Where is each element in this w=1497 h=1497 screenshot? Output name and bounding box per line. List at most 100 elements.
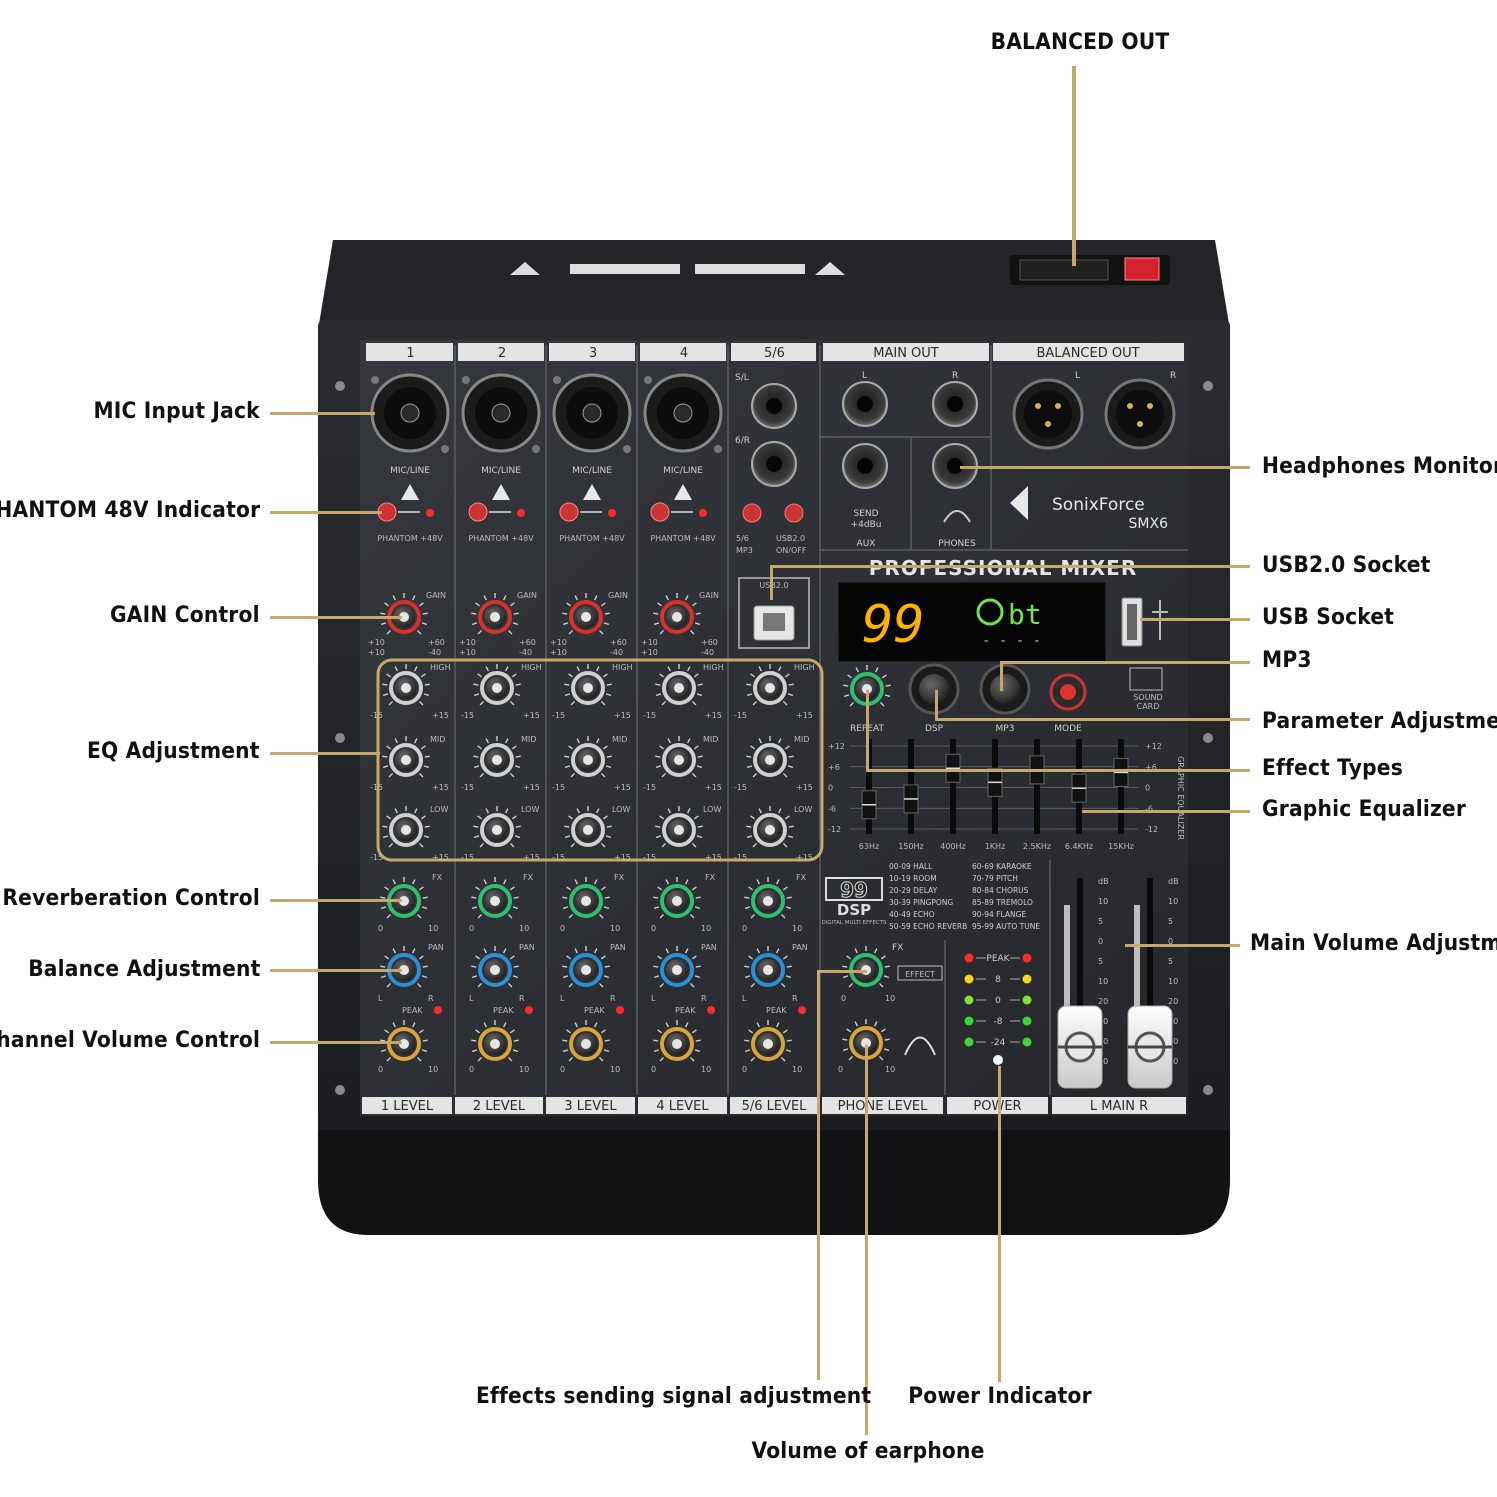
knob-tick bbox=[655, 765, 662, 769]
knob-cap bbox=[490, 1039, 500, 1049]
knob-tick bbox=[473, 765, 480, 769]
knob-tick bbox=[879, 701, 885, 707]
power-switch[interactable] bbox=[1124, 257, 1160, 281]
knob-tick bbox=[576, 738, 580, 744]
channel-header-bg bbox=[549, 343, 635, 361]
footer-label-bg bbox=[822, 1097, 943, 1114]
bluetooth-icon bbox=[976, 598, 1004, 626]
switch-label-56: 5/6 bbox=[736, 534, 749, 543]
eq-band-label: LOW bbox=[521, 805, 539, 814]
knob-tick bbox=[384, 602, 390, 607]
usb20-frame bbox=[738, 577, 810, 649]
knob-cap bbox=[401, 825, 411, 835]
phantom-switch[interactable] bbox=[468, 502, 488, 522]
knob-ring bbox=[389, 813, 423, 847]
knob-tick bbox=[785, 906, 792, 910]
knob-tick bbox=[782, 1029, 788, 1034]
switch-56-mp3[interactable] bbox=[742, 503, 762, 523]
display-screen bbox=[837, 581, 1107, 663]
callout-effect-types: Effect Types bbox=[1262, 756, 1403, 781]
eq-scale-max: +15 bbox=[796, 711, 813, 720]
eq-scale-min: -15 bbox=[552, 711, 565, 720]
phantom-switch[interactable] bbox=[650, 502, 670, 522]
fader-scale-bar bbox=[1064, 905, 1070, 1045]
knob-ring bbox=[753, 743, 787, 777]
knob-ring bbox=[662, 743, 696, 777]
geq-frequency-label: 2.5KHz bbox=[1023, 842, 1051, 851]
level-scale-max: 10 bbox=[792, 1065, 802, 1074]
fx-scale-min: 0 bbox=[742, 924, 747, 933]
knob-tick bbox=[776, 1022, 780, 1028]
gain-knobs: GAIN+10+60+10-40GAIN+10+60+10-40GAIN+10+… bbox=[368, 591, 719, 657]
knob-tick bbox=[695, 896, 701, 899]
knob-cap bbox=[581, 612, 591, 622]
eq-band-label: LOW bbox=[612, 805, 630, 814]
channel-header-label: 5/6 bbox=[764, 346, 785, 361]
knob-tick bbox=[564, 683, 570, 686]
eq-band-label: MID bbox=[703, 735, 718, 744]
dsp-knobs: REPEATDSPMP3MODE bbox=[843, 663, 1087, 734]
warning-icon bbox=[401, 484, 419, 500]
callout-balanced-out: BALANCED OUT bbox=[990, 30, 1170, 55]
knob-tick bbox=[503, 1022, 507, 1028]
knob-tick bbox=[477, 913, 483, 919]
jack-hole bbox=[857, 458, 873, 474]
leader-mp3-drop bbox=[1000, 661, 1003, 691]
phone-scale-min: 0 bbox=[838, 1065, 843, 1074]
knob-tick bbox=[568, 815, 574, 820]
dsp-knob-label: MODE bbox=[1054, 724, 1082, 734]
eq-scale-min: -15 bbox=[734, 711, 747, 720]
effect-list-item: 30-39 PINGPONG bbox=[889, 898, 953, 907]
peak-led bbox=[525, 1006, 533, 1014]
switch-usb[interactable] bbox=[784, 503, 804, 523]
knob-tick bbox=[843, 684, 849, 687]
leader-channel-volume bbox=[270, 1041, 402, 1044]
knob-tick bbox=[784, 673, 790, 678]
level-scale-min: 0 bbox=[469, 1065, 474, 1074]
knob-cap bbox=[492, 755, 502, 765]
mic-line-label: MIC/LINE bbox=[663, 466, 703, 476]
eq-scale-min: -15 bbox=[643, 783, 656, 792]
main-out-r-label: R bbox=[952, 371, 958, 381]
knob-tick bbox=[566, 602, 572, 607]
knob-cap bbox=[674, 683, 684, 693]
dsp-badge-sub: DIGITAL MULTI EFFECTS bbox=[821, 920, 887, 926]
knob-tick bbox=[659, 673, 665, 678]
knob-tick bbox=[382, 683, 388, 686]
gain-scale-max: +60 bbox=[519, 638, 536, 647]
knob-tick bbox=[874, 1021, 878, 1027]
knob-tick bbox=[570, 842, 576, 848]
knob-tick bbox=[689, 913, 695, 919]
geq-db-right: -12 bbox=[1145, 825, 1158, 834]
eq-scale-min: -15 bbox=[734, 783, 747, 792]
knob-tick bbox=[600, 842, 606, 848]
peak-led bbox=[616, 1006, 624, 1014]
knob-tick bbox=[562, 906, 569, 910]
knob-tick bbox=[382, 693, 389, 697]
knob-tick bbox=[744, 1039, 750, 1042]
phones-label: PHONES bbox=[938, 539, 976, 549]
knob-ring bbox=[478, 600, 512, 634]
knob-tick bbox=[693, 815, 699, 820]
knob-tick bbox=[384, 955, 390, 960]
knob-tick bbox=[694, 622, 701, 626]
knob-tick bbox=[687, 808, 691, 814]
knob-tick bbox=[750, 673, 756, 678]
dsp-badge-label: DSP bbox=[837, 901, 871, 919]
knob-tick bbox=[653, 975, 660, 979]
knob-tick bbox=[475, 602, 481, 607]
pan-label: PAN bbox=[701, 943, 717, 952]
knob-tick bbox=[412, 948, 416, 954]
knob-ring bbox=[478, 884, 512, 918]
phantom-switch[interactable] bbox=[559, 502, 579, 522]
level-scale-max: 10 bbox=[519, 1065, 529, 1074]
meter-led-right bbox=[1022, 953, 1032, 963]
geq-side-label: GRAPHIC EQUALIZER bbox=[1176, 756, 1185, 840]
knob-tick bbox=[785, 975, 792, 979]
knob-tick bbox=[746, 693, 753, 697]
effect-label: EFFECT bbox=[905, 970, 935, 979]
knob-tick bbox=[562, 1039, 568, 1042]
send-level-label: +4dBu bbox=[851, 520, 882, 530]
knob-tick bbox=[421, 975, 428, 979]
